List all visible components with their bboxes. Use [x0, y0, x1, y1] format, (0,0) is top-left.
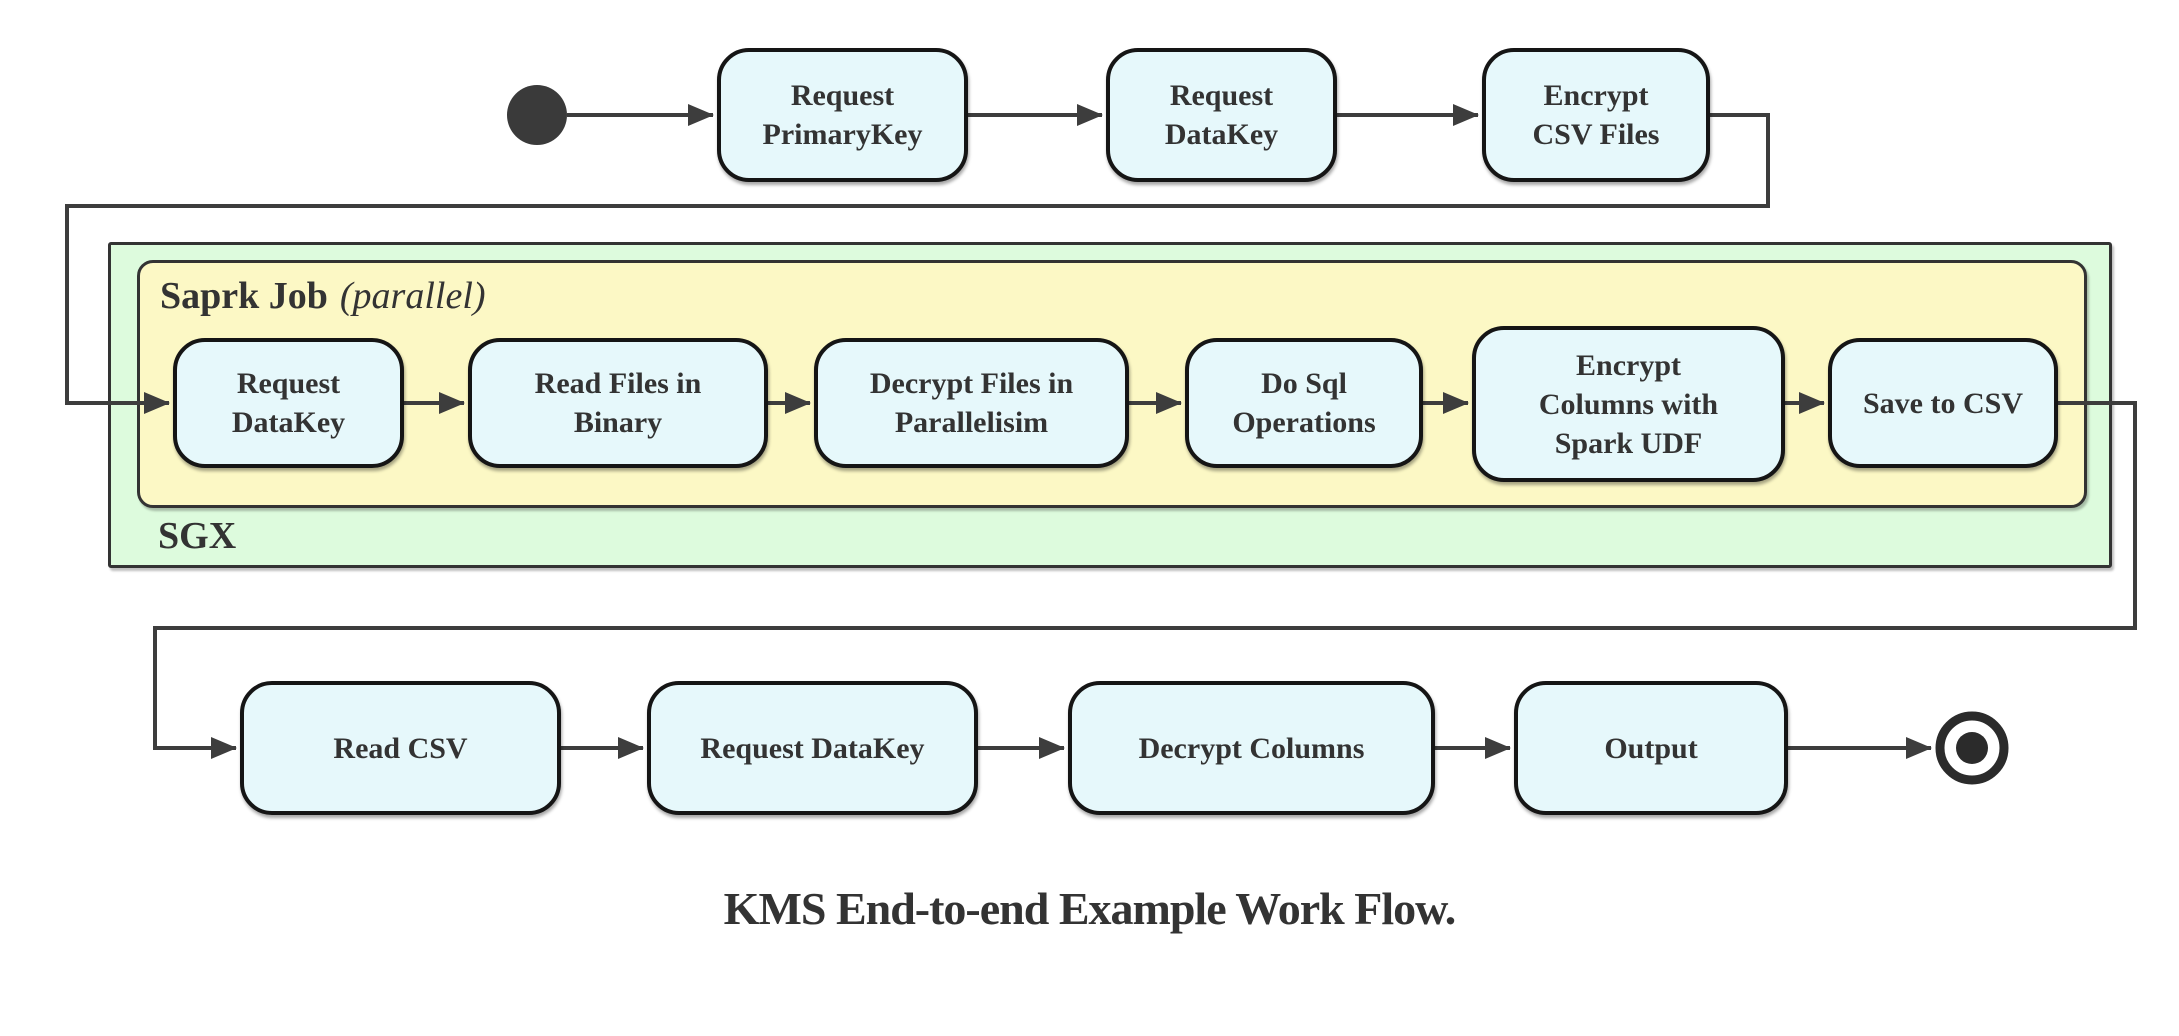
node-decrypt-files-in-parallelisim: Decrypt Files in Parallelisim — [814, 338, 1129, 468]
node-read-files-in-binary: Read Files in Binary — [468, 338, 768, 468]
node-request-primarykey: Request PrimaryKey — [717, 48, 968, 182]
node-encrypt-columns-with-spark-udf: Encrypt Columns with Spark UDF — [1472, 326, 1785, 482]
diagram-title: KMS End-to-end Example Work Flow. — [723, 883, 1457, 934]
edge-save-to-csv-to-read-csv — [153, 401, 2137, 759]
node-save-to-csv: Save to CSV — [1828, 338, 2058, 468]
node-decrypt-columns: Decrypt Columns — [1068, 681, 1435, 815]
edge-encrypt-csv-files-to-spark-request-datakey — [65, 113, 1770, 414]
sgx-label: SGX — [158, 515, 237, 557]
node-request-datakey-top: Request DataKey — [1106, 48, 1337, 182]
node-read-csv: Read CSV — [240, 681, 561, 815]
spark-job-parallel-qualifier: (parallel) — [339, 275, 486, 317]
spark-job-label-text: Saprk Job — [160, 275, 328, 317]
node-request-datakey-spark: Request DataKey — [173, 338, 404, 468]
node-do-sql-operations: Do Sql Operations — [1185, 338, 1423, 468]
start-node — [507, 85, 567, 145]
node-request-datakey-client: Request DataKey — [647, 681, 978, 815]
spark-job-label: Saprk Job (parallel) — [160, 274, 486, 318]
end-node — [1935, 711, 2009, 785]
node-output: Output — [1514, 681, 1788, 815]
node-encrypt-csv-files: Encrypt CSV Files — [1482, 48, 1710, 182]
